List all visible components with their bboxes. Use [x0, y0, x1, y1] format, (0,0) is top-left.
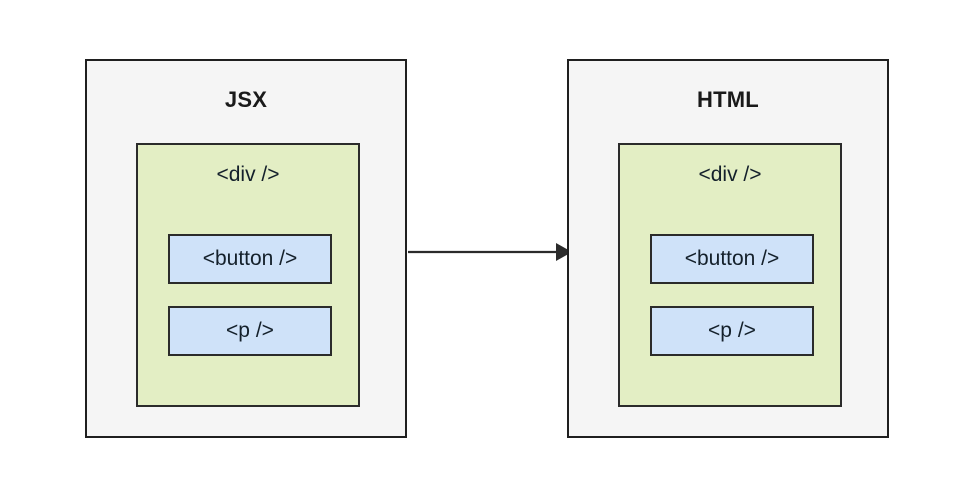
panel-title-html: HTML [697, 87, 759, 112]
div-box-html[interactable]: <div /> <button /> <p /> [618, 143, 842, 407]
div-label-html: <div /> [698, 163, 762, 186]
panel-html[interactable]: HTML <div /> <button /> <p /> [567, 59, 889, 438]
panel-title-jsx: JSX [224, 87, 268, 112]
panel-jsx[interactable]: JSX <div /> <button /> <p /> [85, 59, 407, 438]
div-box-jsx[interactable]: <div /> <button /> <p /> [136, 143, 360, 407]
child-box-button-jsx[interactable]: <button /> [168, 234, 332, 284]
div-label-jsx: <div /> [216, 163, 280, 186]
child-box-button-html[interactable]: <button /> [650, 234, 814, 284]
arrow-head-icon [556, 243, 572, 261]
child-box-p-html[interactable]: <p /> [650, 306, 814, 356]
child-box-p-jsx[interactable]: <p /> [168, 306, 332, 356]
jsx-to-html-arrow [408, 243, 572, 261]
